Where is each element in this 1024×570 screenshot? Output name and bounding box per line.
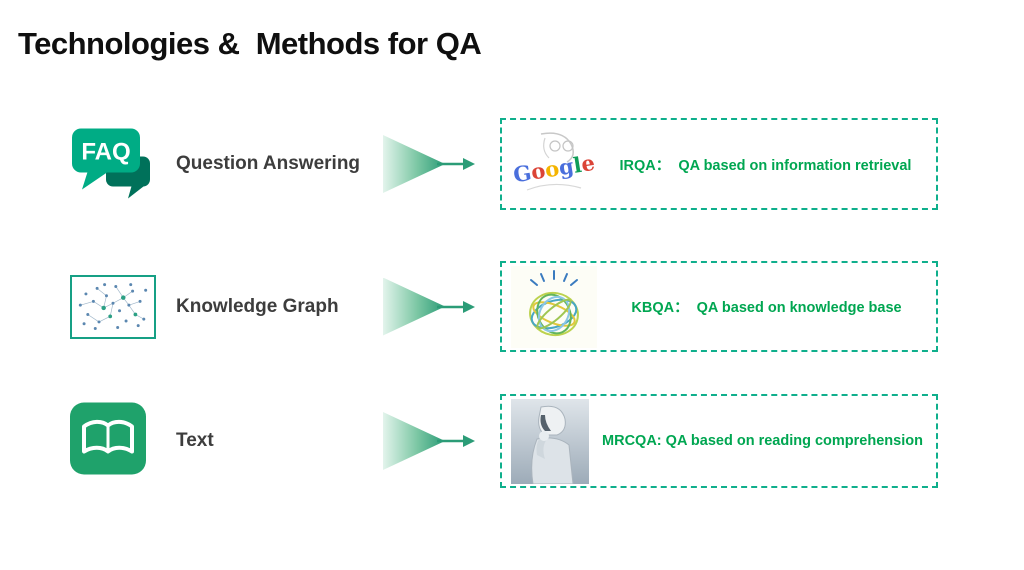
knowledge-graph-frame bbox=[70, 274, 156, 339]
result-box: KBQA： QA based on knowledge base bbox=[500, 261, 938, 352]
arrow-cone bbox=[383, 277, 445, 336]
open-book-icon bbox=[70, 402, 146, 480]
arrow-tip bbox=[437, 300, 475, 313]
qa-row-text: Text bbox=[0, 394, 1024, 488]
slide-title: Technologies & Methods for QA bbox=[18, 26, 482, 61]
qa-row-knowledge-graph: Knowledge Graph bbox=[0, 261, 1024, 352]
row-label: Knowledge Graph bbox=[176, 295, 339, 317]
knowledge-graph-icon bbox=[70, 274, 156, 339]
qa-row-question-answering: FAQ Question Answering Google bbox=[0, 118, 1024, 210]
result-box: Google IRQA： QA based on information ret… bbox=[500, 118, 938, 210]
arrow-cone bbox=[383, 135, 445, 193]
row-label: Question Answering bbox=[176, 153, 361, 174]
result-text: KBQA： QA based on knowledge base bbox=[631, 300, 902, 316]
arrow-cone bbox=[383, 412, 445, 470]
result-text: IRQA： QA based on information retrieval bbox=[619, 157, 912, 174]
flow-arrow-icon bbox=[383, 135, 475, 193]
result-text: MRCQA: QA based on reading comprehension bbox=[602, 433, 923, 449]
flow-arrow-icon bbox=[383, 277, 475, 336]
faq-icon: FAQ bbox=[70, 119, 156, 210]
flow-arrow-icon bbox=[383, 412, 475, 470]
result-box: MRCQA: QA based on reading comprehension bbox=[500, 394, 938, 488]
google-logo-image: Google bbox=[511, 128, 595, 200]
arrow-tip bbox=[437, 158, 475, 170]
row-label: Text bbox=[176, 430, 214, 451]
watson-globe-image bbox=[511, 265, 597, 348]
arrow-tip bbox=[437, 435, 475, 447]
faq-icon-text: FAQ bbox=[81, 139, 130, 166]
robot-image bbox=[511, 398, 589, 484]
google-letter: e bbox=[579, 149, 595, 177]
